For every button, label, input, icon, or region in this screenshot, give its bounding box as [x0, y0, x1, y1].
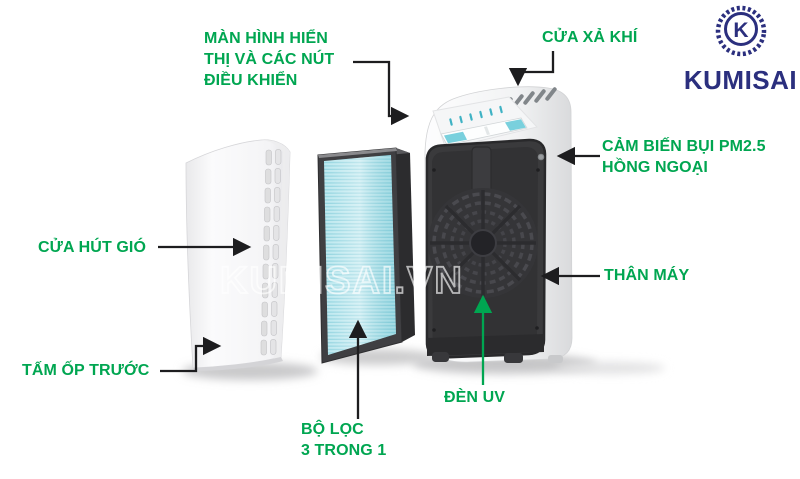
label-uv-lamp: ĐÈN UV — [444, 389, 506, 406]
label-display-controls: MÀN HÌNH HIỂN THỊ VÀ CÁC NÚT ĐIỀU KHIỂN — [204, 28, 334, 91]
logo-name: KUMISAI — [683, 65, 798, 95]
label-pm25-sensor: CẢM BIẾN BỤI PM2.5 HỒNG NGOẠI — [602, 136, 766, 178]
logo-monogram: K — [733, 19, 748, 42]
label-line: BỘ LỌC — [301, 421, 364, 438]
filter-3-in-1 — [317, 147, 415, 364]
label-front-cover: TẤM ỐP TRƯỚC — [22, 362, 150, 379]
callout-arrows — [158, 51, 600, 419]
label-line: MÀN HÌNH HIỂN — [204, 30, 328, 47]
label-line: THỊ VÀ CÁC NÚT — [204, 51, 335, 68]
main-body — [424, 86, 573, 363]
fan — [428, 188, 538, 298]
label-body: THÂN MÁY — [604, 267, 690, 284]
watermark-text: KUMISAI.VN — [219, 259, 464, 303]
label-air-outlet: CỬA XẢ KHÍ — [542, 29, 638, 46]
control-panel — [432, 96, 538, 150]
label-air-inlet: CỬA HÚT GIÓ — [38, 239, 146, 256]
brand-logo: K KUMISAI — [683, 4, 798, 93]
label-line: CẢM BIẾN BỤI PM2.5 — [602, 138, 766, 155]
label-line: ĐIỀU KHIỂN — [204, 72, 298, 89]
logo-emblem: K — [715, 5, 766, 57]
label-filter: BỘ LỌC 3 TRONG 1 — [301, 419, 386, 461]
arrow-air-outlet — [508, 51, 555, 87]
label-line: 3 TRONG 1 — [301, 442, 387, 459]
pm25-sensor-dot — [537, 153, 545, 161]
body-cavity — [425, 138, 547, 359]
arrow-front-cover — [160, 336, 222, 373]
front-cover — [185, 139, 291, 371]
label-line: HỒNG NGOẠI — [602, 159, 708, 176]
base-and-feet — [427, 334, 563, 363]
arrow-display — [353, 60, 410, 126]
